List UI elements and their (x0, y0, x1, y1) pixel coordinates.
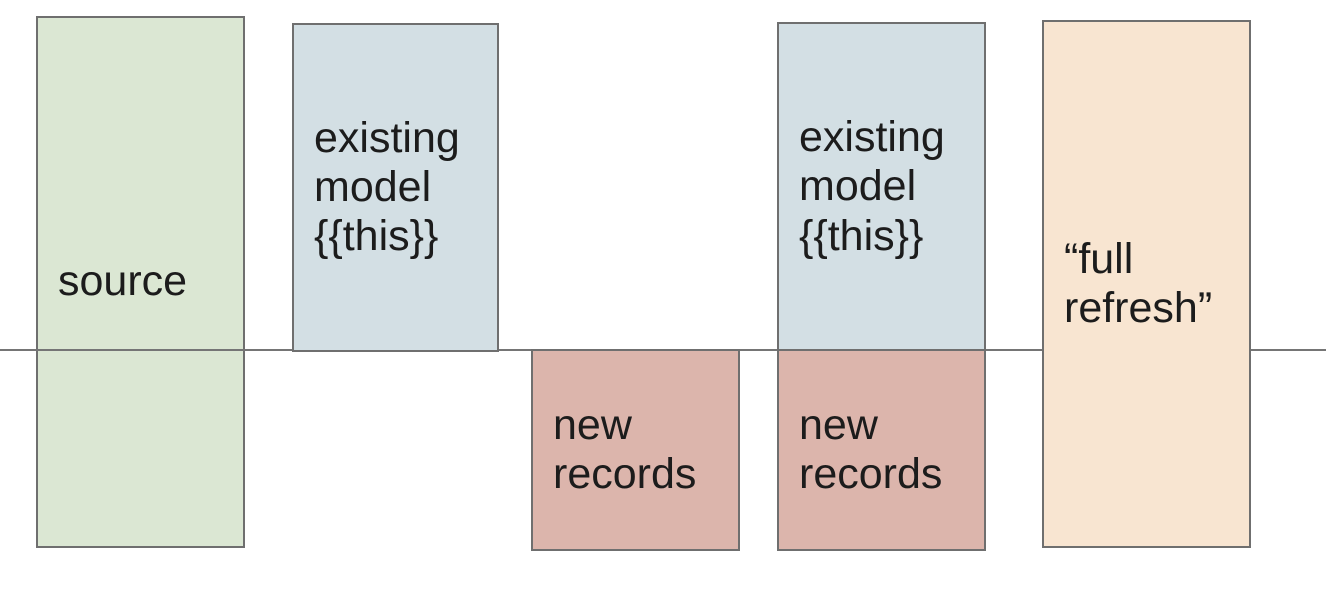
existing-model-box-left: existing model {{this}} (292, 23, 499, 352)
new-records-box-left-label: new records (553, 400, 697, 498)
full-refresh-box-label: “full refresh” (1064, 234, 1213, 332)
existing-model-box-right-label: existing model {{this}} (799, 113, 945, 260)
full-refresh-box: “full refresh” (1042, 20, 1251, 548)
new-records-box-right-label: new records (799, 400, 943, 498)
existing-model-box-right: existing model {{this}} (777, 22, 986, 352)
new-records-box-left: new records (531, 349, 740, 551)
source-box-label: source (58, 257, 188, 306)
source-box: source (36, 16, 245, 548)
new-records-box-right: new records (777, 349, 986, 551)
existing-model-box-left-label: existing model {{this}} (314, 113, 460, 260)
